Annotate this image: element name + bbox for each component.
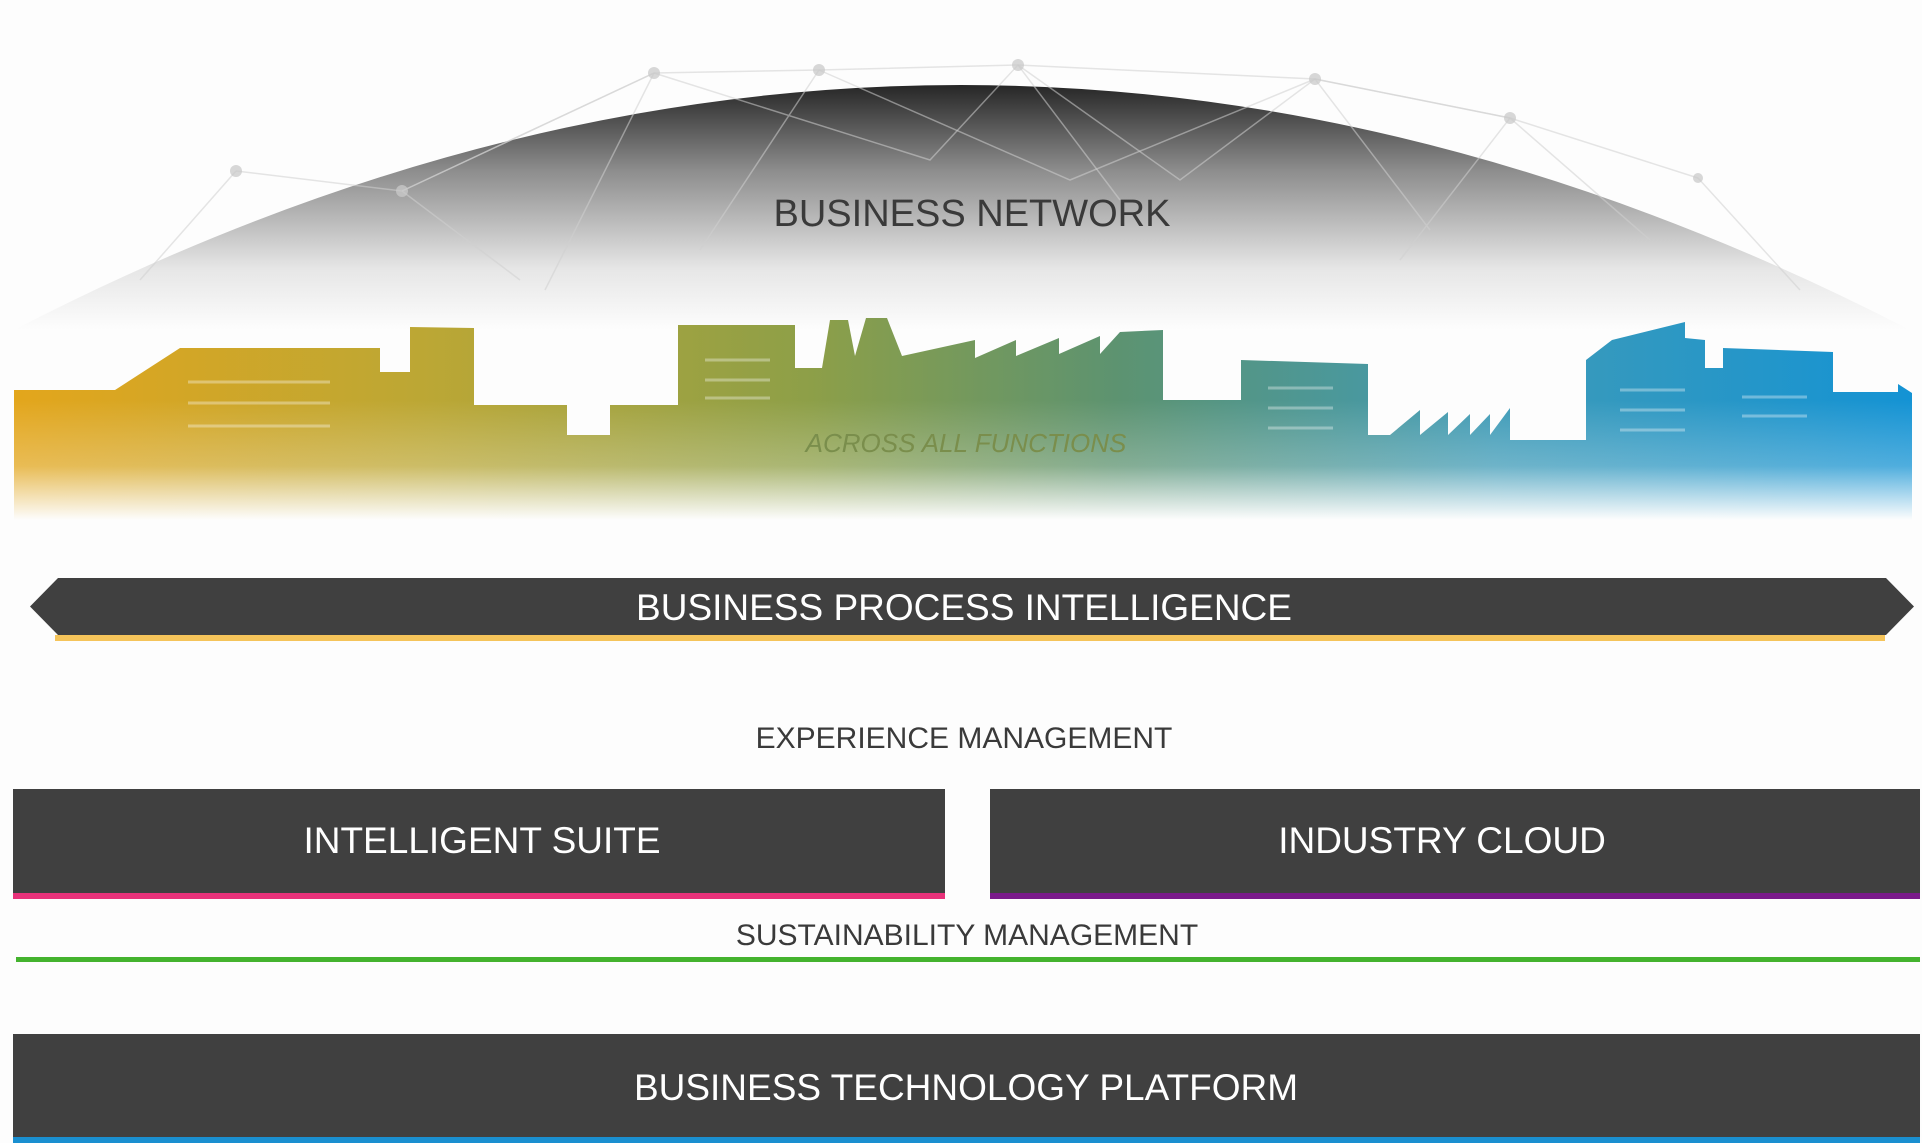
- industry-cloud-box: [990, 789, 1920, 899]
- skyline-graphic: [14, 318, 1914, 520]
- network-nodes: [230, 59, 1703, 197]
- intelligent-suite-label: INTELLIGENT SUITE: [303, 820, 661, 861]
- network-dome: [14, 85, 1910, 330]
- business-technology-platform-box: [13, 1034, 1920, 1143]
- business-network-title: BUSINESS NETWORK: [773, 193, 1171, 235]
- business-technology-platform-label: BUSINESS TECHNOLOGY PLATFORM: [633, 1067, 1299, 1108]
- business-process-intelligence-label: BUSINESS PROCESS INTELLIGENCE: [636, 587, 1292, 628]
- network-links: [139, 63, 1801, 291]
- business-process-intelligence-bar: [30, 578, 1914, 635]
- sustainability-management-line: [16, 957, 1920, 962]
- industry-cloud-label: INDUSTRY CLOUD: [1278, 820, 1606, 861]
- sustainability-management-label: SUSTAINABILITY MANAGEMENT: [735, 919, 1199, 952]
- intelligent-suite-box: [13, 789, 945, 899]
- experience-management-label: EXPERIENCE MANAGEMENT: [755, 722, 1173, 755]
- business-process-intelligence-accent: [55, 635, 1885, 641]
- across-all-functions-label: ACROSS ALL FUNCTIONS: [805, 428, 1127, 458]
- window-lines: [188, 358, 1807, 432]
